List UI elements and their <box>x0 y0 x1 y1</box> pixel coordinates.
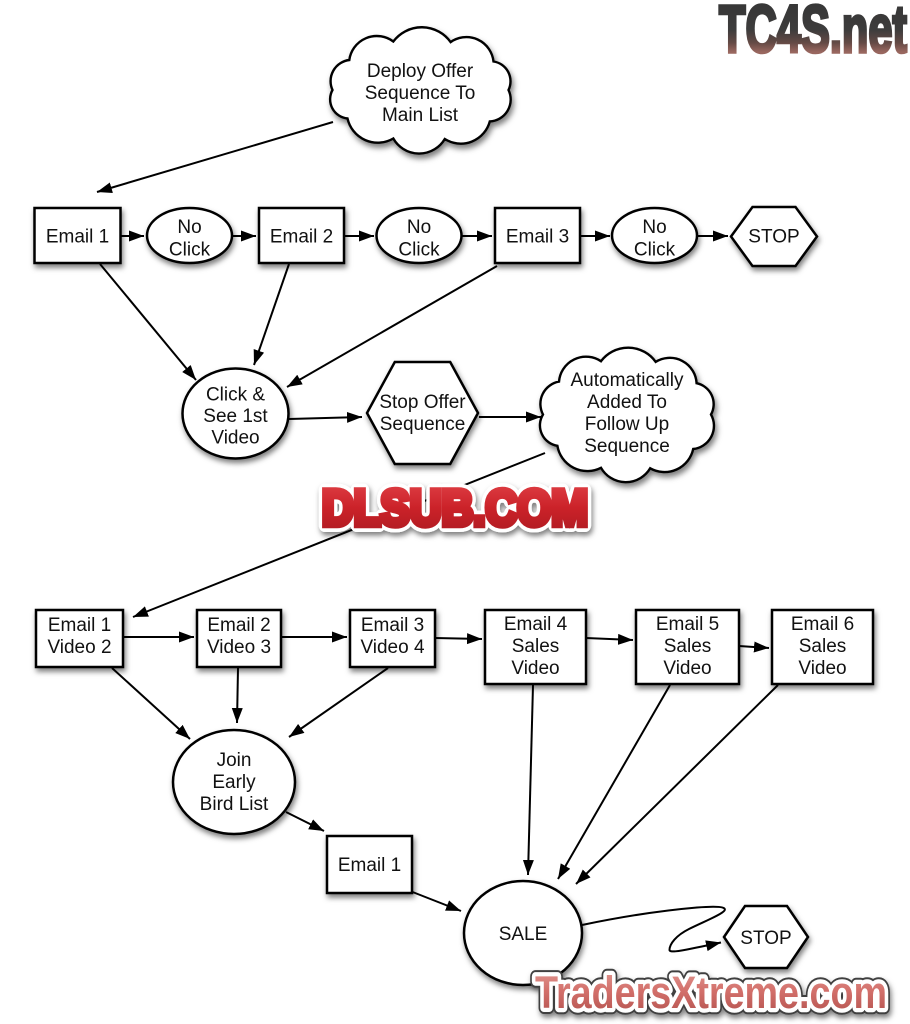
svg-text:Sequence: Sequence <box>584 436 670 457</box>
svg-text:No: No <box>177 217 201 238</box>
svg-text:Email 2: Email 2 <box>270 227 333 248</box>
svg-text:Click: Click <box>398 240 440 261</box>
svg-text:Early: Early <box>212 772 256 793</box>
svg-text:Sales: Sales <box>512 636 560 657</box>
svg-text:Email 4: Email 4 <box>504 614 568 635</box>
svg-text:Email 1: Email 1 <box>48 615 111 636</box>
svg-text:Click: Click <box>634 240 676 261</box>
svg-text:Bird List: Bird List <box>200 794 269 815</box>
svg-text:Email 1: Email 1 <box>338 855 401 876</box>
svg-text:Added To: Added To <box>587 392 667 413</box>
svg-text:Follow Up: Follow Up <box>585 414 669 435</box>
svg-text:Sequence: Sequence <box>380 414 466 435</box>
svg-text:Email 3: Email 3 <box>506 227 569 248</box>
svg-text:Sequence To: Sequence To <box>365 83 476 104</box>
svg-text:Click: Click <box>169 240 211 261</box>
svg-text:Video: Video <box>211 428 259 449</box>
svg-text:TradersXtreme.com: TradersXtreme.com <box>535 967 887 1018</box>
svg-text:Email 5: Email 5 <box>656 614 719 635</box>
svg-text:Automatically: Automatically <box>571 370 684 391</box>
svg-text:Email 2: Email 2 <box>207 615 270 636</box>
svg-text:Video: Video <box>798 658 846 679</box>
svg-text:TradersXtreme.com: TradersXtreme.com <box>535 967 887 1018</box>
svg-text:Video 2: Video 2 <box>47 637 111 658</box>
svg-text:SALE: SALE <box>499 924 548 945</box>
svg-text:Video 3: Video 3 <box>207 637 271 658</box>
svg-text:TC4S.net: TC4S.net <box>719 0 907 67</box>
svg-text:No: No <box>407 217 431 238</box>
svg-text:Email 6: Email 6 <box>791 614 854 635</box>
svg-text:DLSUB.COM: DLSUB.COM <box>322 480 588 536</box>
svg-text:Video: Video <box>511 658 559 679</box>
svg-text:STOP: STOP <box>748 227 799 248</box>
svg-text:Main List: Main List <box>382 105 459 126</box>
svg-text:Video: Video <box>663 658 711 679</box>
svg-text:Email 1: Email 1 <box>46 227 109 248</box>
svg-text:Join: Join <box>217 750 252 771</box>
svg-text:TradersXtreme.com: TradersXtreme.com <box>535 967 887 1018</box>
svg-text:STOP: STOP <box>740 928 791 949</box>
svg-text:No: No <box>642 217 666 238</box>
svg-text:Click &: Click & <box>206 385 265 406</box>
svg-text:Sales: Sales <box>664 636 712 657</box>
svg-text:Video 4: Video 4 <box>360 637 425 658</box>
svg-text:DLSUB.COM: DLSUB.COM <box>322 480 588 536</box>
svg-text:Stop Offer: Stop Offer <box>379 392 466 413</box>
svg-text:See 1st: See 1st <box>203 406 268 427</box>
svg-text:Sales: Sales <box>799 636 847 657</box>
svg-text:Deploy Offer: Deploy Offer <box>367 61 474 82</box>
svg-text:Email 3: Email 3 <box>361 615 424 636</box>
